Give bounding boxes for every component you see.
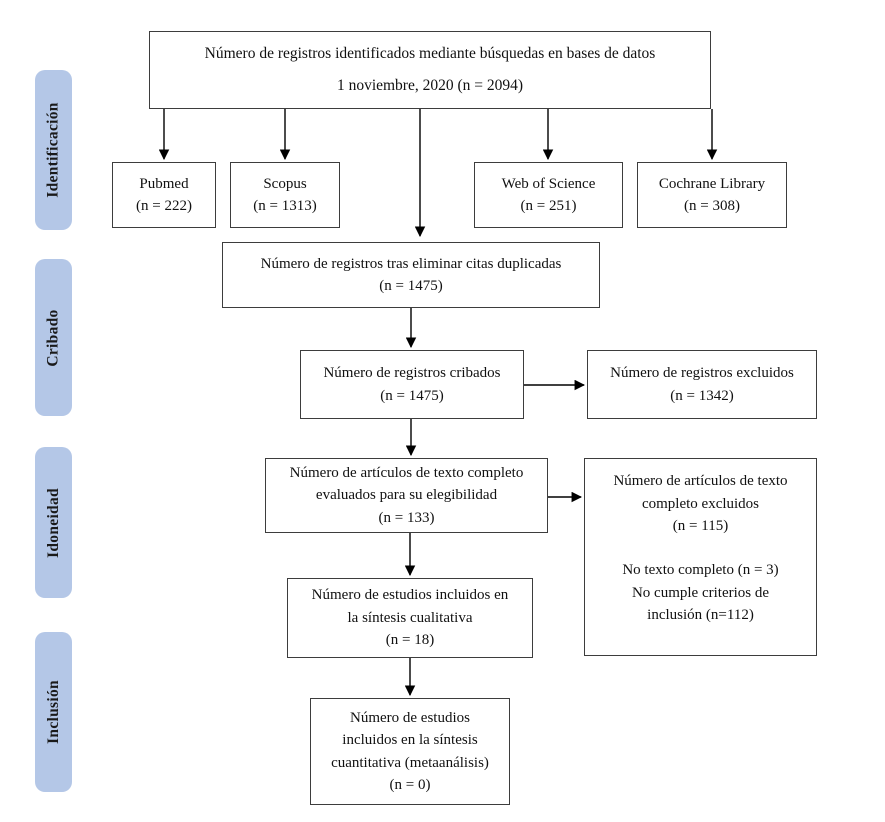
box-line: evaluados para su elegibilidad (315, 487, 498, 504)
box-qualitative-synthesis: Número de estudios incluidos en la sínte… (287, 578, 533, 658)
box-line: 1 noviembre, 2020 (n = 2094) (336, 77, 524, 94)
box-line: Web of Science (501, 175, 596, 192)
box-line: (n = 1475) (379, 278, 443, 294)
box-line: inclusión (n=112) (647, 607, 754, 624)
box-line: Cochrane Library (658, 175, 766, 192)
box-line: Número de registros cribados (323, 365, 501, 381)
box-line: (n = 0) (389, 777, 431, 793)
box-line: la síntesis cualitativa (347, 609, 473, 626)
box-line: Número de estudios incluidos en (311, 587, 509, 604)
box-line: (n = 251) (520, 198, 577, 214)
stage-idoneidad: Idoneidad (35, 447, 72, 598)
stage-label: Inclusión (44, 680, 62, 744)
box-line: (n = 18) (385, 632, 435, 649)
stage-inclusion: Inclusión (35, 632, 72, 792)
box-deduplicated-records: Número de registros tras eliminar citas … (222, 242, 600, 308)
box-line: Número de artículos de texto (613, 473, 788, 489)
box-line: No cumple criterios de (631, 584, 770, 601)
box-db-web-of-science: Web of Science (n = 251) (474, 162, 623, 228)
box-line: (n = 222) (136, 198, 192, 214)
box-line: (n = 308) (684, 198, 740, 214)
box-db-pubmed: Pubmed (n = 222) (112, 162, 216, 228)
box-line: Número de registros excluidos (610, 365, 794, 381)
box-fulltext-excluded: Número de artículos de texto completo ex… (584, 458, 817, 656)
box-line: Pubmed (139, 175, 189, 192)
box-line: (n = 1313) (253, 198, 317, 214)
box-line: completo excluidos (641, 495, 760, 512)
box-line: Número de artículos de texto completo (289, 464, 524, 481)
box-fulltext-assessed: Número de artículos de texto completo ev… (265, 458, 548, 533)
box-line: Número de estudios (350, 709, 470, 726)
stage-label: Idoneidad (44, 487, 62, 558)
stage-identificacion: Identificación (35, 70, 72, 230)
box-records-excluded: Número de registros excluidos (n = 1342) (587, 350, 817, 419)
box-line: Scopus (263, 175, 307, 192)
box-quantitative-synthesis: Número de estudios incluidos en la sínte… (310, 698, 510, 805)
box-db-cochrane-library: Cochrane Library (n = 308) (637, 162, 787, 228)
box-line: (n = 115) (672, 518, 729, 534)
box-line: (n = 133) (378, 509, 435, 526)
stage-label: Cribado (44, 308, 62, 367)
box-line: Número de registros identificados median… (204, 45, 656, 63)
box-line: cuantitativa (metaanálisis) (331, 754, 489, 771)
box-line (588, 538, 813, 560)
box-db-scopus: Scopus (n = 1313) (230, 162, 340, 228)
stage-label: Identificación (44, 102, 62, 198)
box-line: Número de registros tras eliminar citas … (260, 255, 562, 272)
box-identified-records: Número de registros identificados median… (149, 31, 711, 109)
stage-cribado: Cribado (35, 259, 72, 416)
box-records-screened: Número de registros cribados (n = 1475) (300, 350, 524, 419)
box-line: incluidos en la síntesis (342, 732, 478, 748)
box-line: (n = 1475) (380, 387, 444, 404)
box-line: No texto completo (n = 3) (622, 562, 779, 579)
box-line: (n = 1342) (670, 387, 734, 404)
